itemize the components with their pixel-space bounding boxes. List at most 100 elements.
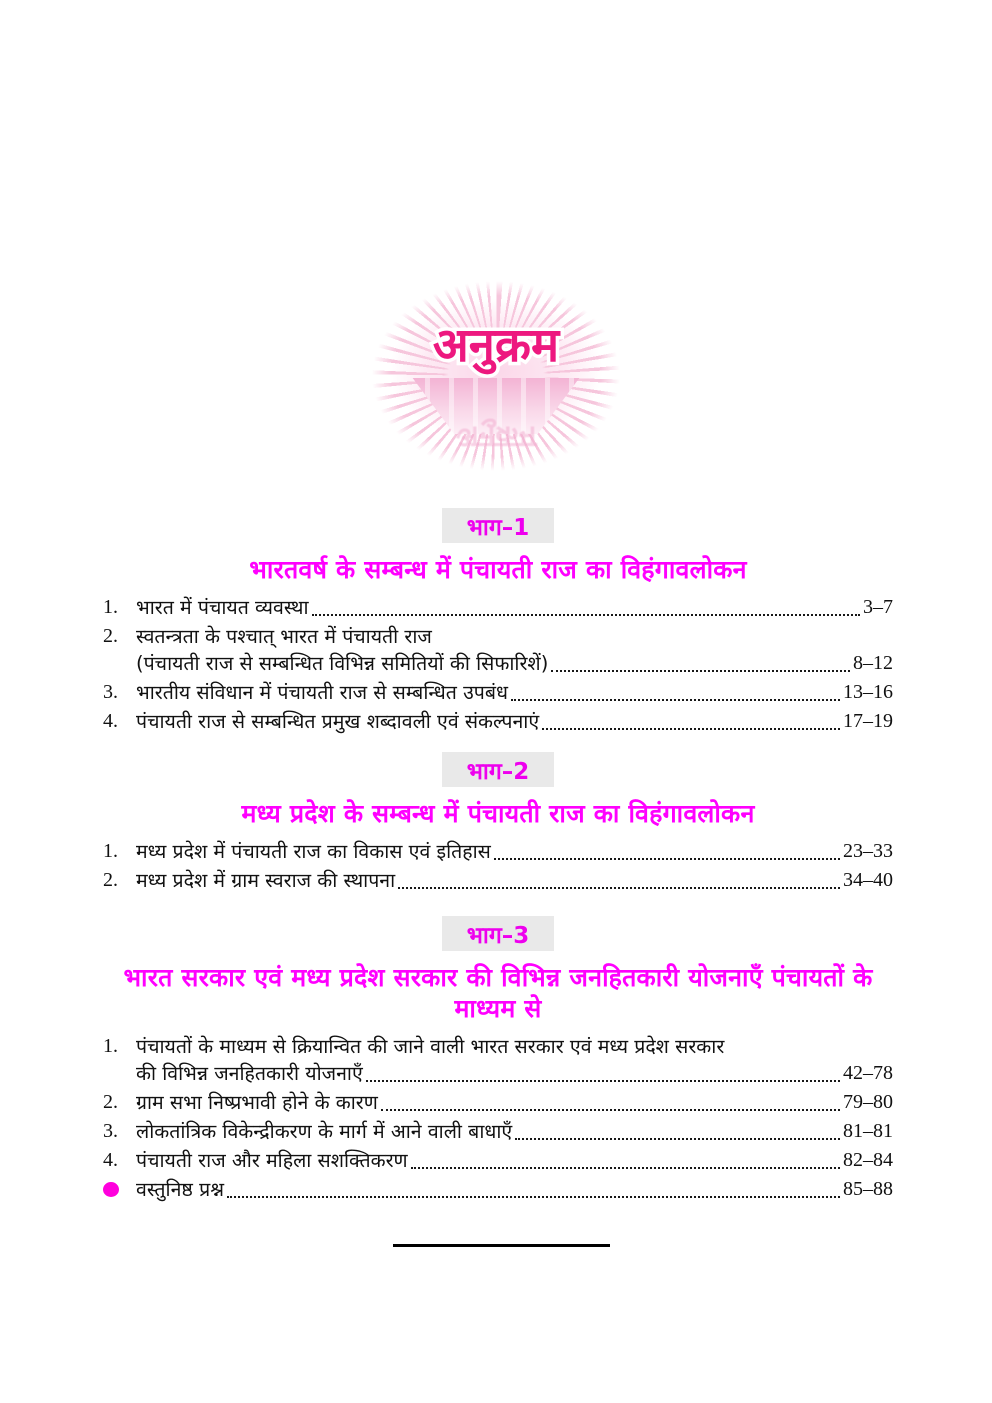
leader-dots [226,1196,840,1198]
toc-item: 1. पंचायतों के माध्यम से क्रियान्वित की ज… [103,1033,893,1087]
leader-dots [398,887,840,889]
item-content: भारत में पंचायत व्यवस्था 3–7 [136,594,893,621]
item-number: 3. [103,681,118,703]
item-number: 1. [103,840,118,862]
toc-section: भाग–1 भारतवर्ष के सम्बन्ध में पंचायती राज… [103,508,893,737]
toc-item: 3. भारतीय संविधान में पंचायती राज से सम्ब… [103,679,893,706]
item-text: मध्य प्रदेश में पंचायती राज का विकास एवं… [136,840,491,863]
bullet-dot-icon [103,1182,119,1197]
contents-masthead: अनुक्रम अनुक्रम अनुक्रम [368,278,624,474]
toc-item-list: 1. मध्य प्रदेश में पंचायती राज का विकास ए… [103,838,893,894]
toc-section: भाग–3 भारत सरकार एवं मध्य प्रदेश सरकार की… [103,916,893,1207]
item-text: स्वतन्त्रता के पश्चात् भारत में पंचायती … [136,625,432,648]
item-content: ग्राम सभा निष्प्रभावी होने के कारण 79–80 [136,1089,893,1116]
item-text: पंचायतों के माध्यम से क्रियान्वित की जान… [136,1035,725,1058]
item-pages: 42–78 [843,1062,893,1084]
item-text: पंचायती राज और महिला सशक्तिकरण [136,1149,408,1172]
item-line: मध्य प्रदेश में पंचायती राज का विकास एवं… [136,838,893,865]
item-content: वस्तुनिष्ठ प्रश्न 85–88 [136,1176,893,1205]
part-label-box: भाग–2 [442,752,554,787]
item-line: लोकतांत्रिक विकेन्द्रीकरण के मार्ग में आ… [136,1118,893,1145]
item-pages: 85–88 [843,1178,893,1200]
toc-item: 4. पंचायती राज से सम्बन्धित प्रमुख शब्दाव… [103,708,893,735]
item-content: पंचायतों के माध्यम से क्रियान्वित की जान… [136,1033,893,1087]
item-pages: 8–12 [853,652,893,674]
leader-dots [365,1080,840,1082]
item-number: 1. [103,596,118,618]
item-pages: 79–80 [843,1091,893,1113]
toc-item: 2. ग्राम सभा निष्प्रभावी होने के कारण 79–8… [103,1089,893,1116]
leader-dots [410,1167,840,1169]
item-text: भारत में पंचायत व्यवस्था [136,596,309,619]
item-content: लोकतांत्रिक विकेन्द्रीकरण के मार्ग में आ… [136,1118,893,1145]
bullet-icon [103,1176,136,1205]
item-text: वस्तुनिष्ठ प्रश्न [136,1178,224,1201]
leader-dots [542,728,840,730]
item-content: मध्य प्रदेश में पंचायती राज का विकास एवं… [136,838,893,865]
bottom-rule [393,1244,610,1247]
item-content: पंचायती राज से सम्बन्धित प्रमुख शब्दावली… [136,708,893,735]
item-text: पंचायती राज से सम्बन्धित प्रमुख शब्दावली… [136,710,540,733]
item-content: पंचायती राज और महिला सशक्तिकरण 82–84 [136,1147,893,1174]
item-pages: 17–19 [843,710,893,732]
item-pages: 23–33 [843,840,893,862]
part-label: भाग–3 [466,922,530,949]
item-text: मध्य प्रदेश में ग्राम स्वराज की स्थापना [136,869,396,892]
part-label: भाग–2 [466,758,530,785]
item-text: भारतीय संविधान में पंचायती राज से सम्बन्… [136,681,508,704]
leader-dots [311,614,860,616]
item-line: वस्तुनिष्ठ प्रश्न 85–88 [136,1176,893,1203]
leader-dots [551,670,850,672]
toc-item: 2. मध्य प्रदेश में ग्राम स्वराज की स्थापन… [103,867,893,894]
leader-dots [380,1109,840,1111]
item-text: लोकतांत्रिक विकेन्द्रीकरण के मार्ग में आ… [136,1120,513,1143]
item-number: 2. [103,1091,118,1113]
item-number: 1. [103,1035,118,1057]
item-text: की विभिन्न जनहितकारी योजनाएँ [136,1062,363,1085]
item-line: मध्य प्रदेश में ग्राम स्वराज की स्थापना 3… [136,867,893,894]
toc-item: 4. पंचायती राज और महिला सशक्तिकरण 82–84 [103,1147,893,1174]
toc-item: 1. भारत में पंचायत व्यवस्था 3–7 [103,594,893,621]
item-number: 3. [103,1120,118,1142]
item-line: पंचायती राज और महिला सशक्तिकरण 82–84 [136,1147,893,1174]
item-content: भारतीय संविधान में पंचायती राज से सम्बन्… [136,679,893,706]
item-line: की विभिन्न जनहितकारी योजनाएँ 42–78 [136,1060,893,1087]
item-text: (पंचायती राज से सम्बन्धित विभिन्न समितिय… [136,652,549,675]
item-line: (पंचायती राज से सम्बन्धित विभिन्न समितिय… [136,650,893,677]
item-text: ग्राम सभा निष्प्रभावी होने के कारण [136,1091,378,1114]
item-number: 2. [103,869,118,891]
item-line: ग्राम सभा निष्प्रभावी होने के कारण 79–80 [136,1089,893,1116]
toc-item: 3. लोकतांत्रिक विकेन्द्रीकरण के मार्ग में… [103,1118,893,1145]
toc-section: भाग–2 मध्य प्रदेश के सम्बन्ध में पंचायती … [103,752,893,896]
toc-item: वस्तुनिष्ठ प्रश्न 85–88 [103,1176,893,1205]
item-number: 4. [103,710,118,732]
item-pages: 82–84 [843,1149,893,1171]
section-heading: भारतवर्ष के सम्बन्ध में पंचायती राज का व… [249,555,747,584]
item-pages: 81–81 [843,1120,893,1142]
item-number: 2. [103,625,118,647]
item-line: पंचायतों के माध्यम से क्रियान्वित की जान… [136,1033,893,1060]
toc-item: 2. स्वतन्त्रता के पश्चात् भारत में पंचायत… [103,623,893,677]
page-title-reflection: अनुक्रम [455,419,537,454]
item-line: भारतीय संविधान में पंचायती राज से सम्बन्… [136,679,893,706]
toc-item-list: 1. पंचायतों के माध्यम से क्रियान्वित की ज… [103,1033,893,1205]
toc-item-list: 1. भारत में पंचायत व्यवस्था 3–7 2. स्वतन्त्र… [103,594,893,735]
leader-dots [515,1138,840,1140]
leader-dots [510,699,840,701]
item-number: 4. [103,1149,118,1171]
section-heading: भारत सरकार एवं मध्य प्रदेश सरकार की विभि… [123,963,873,1023]
item-pages: 13–16 [843,681,893,703]
starburst-rays-icon [368,278,624,474]
item-line: पंचायती राज से सम्बन्धित प्रमुख शब्दावली… [136,708,893,735]
part-label-box: भाग–1 [442,508,554,543]
section-heading: मध्य प्रदेश के सम्बन्ध में पंचायती राज क… [241,799,755,828]
item-line: स्वतन्त्रता के पश्चात् भारत में पंचायती … [136,623,893,650]
toc-item: 1. मध्य प्रदेश में पंचायती राज का विकास ए… [103,838,893,865]
item-content: स्वतन्त्रता के पश्चात् भारत में पंचायती … [136,623,893,677]
item-line: भारत में पंचायत व्यवस्था 3–7 [136,594,893,621]
item-pages: 3–7 [863,596,893,618]
part-label-box: भाग–3 [442,916,554,951]
leader-dots [493,858,840,860]
item-pages: 34–40 [843,869,893,891]
part-label: भाग–1 [466,514,530,541]
